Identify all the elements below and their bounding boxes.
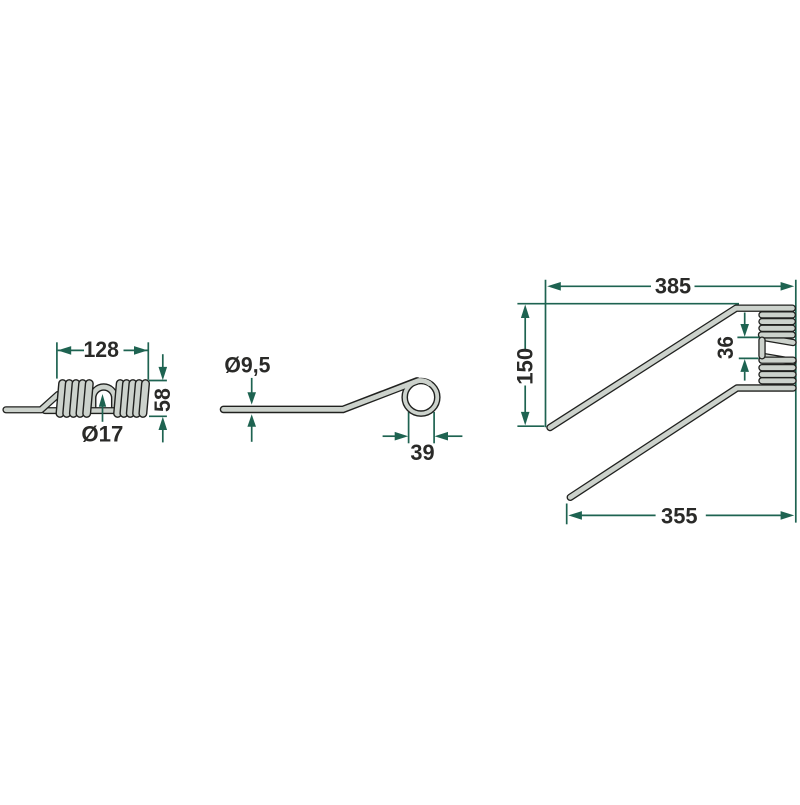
- svg-text:355: 355: [661, 503, 698, 528]
- svg-text:Ø17: Ø17: [81, 422, 123, 447]
- svg-text:Ø9,5: Ø9,5: [224, 352, 270, 377]
- svg-text:58: 58: [150, 388, 175, 412]
- svg-text:150: 150: [513, 348, 538, 385]
- svg-text:385: 385: [655, 274, 691, 299]
- svg-text:39: 39: [410, 440, 434, 465]
- svg-text:128: 128: [83, 337, 119, 362]
- svg-text:36: 36: [713, 336, 738, 359]
